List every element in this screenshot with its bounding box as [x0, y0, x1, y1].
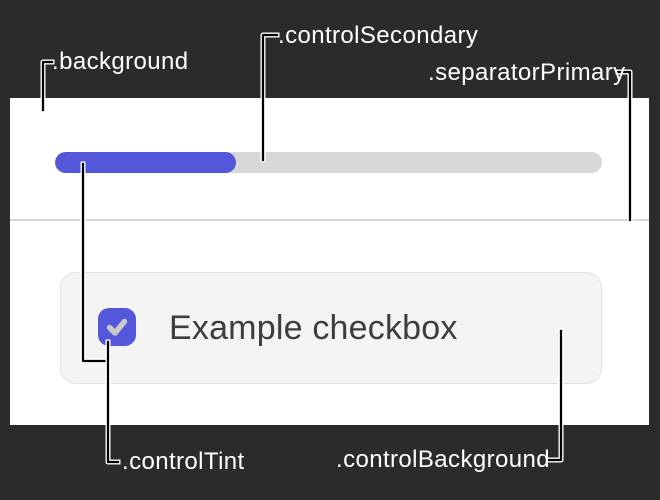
- label-control-tint: .controlTint: [122, 448, 245, 475]
- checkbox-label: Example checkbox: [169, 308, 458, 347]
- label-control-background: .controlBackground: [336, 446, 550, 473]
- progress-fill: [55, 152, 236, 173]
- separator-line: [10, 219, 649, 221]
- checkmark-icon: [104, 314, 130, 340]
- label-control-secondary: .controlSecondary: [278, 22, 479, 49]
- progress-bar-track: [55, 152, 602, 173]
- background-panel: Example checkbox: [10, 98, 649, 425]
- checkbox[interactable]: [98, 308, 136, 346]
- label-background: .background: [52, 48, 189, 75]
- label-separator-primary: .separatorPrimary: [428, 59, 626, 86]
- checkbox-control-background[interactable]: Example checkbox: [60, 272, 602, 384]
